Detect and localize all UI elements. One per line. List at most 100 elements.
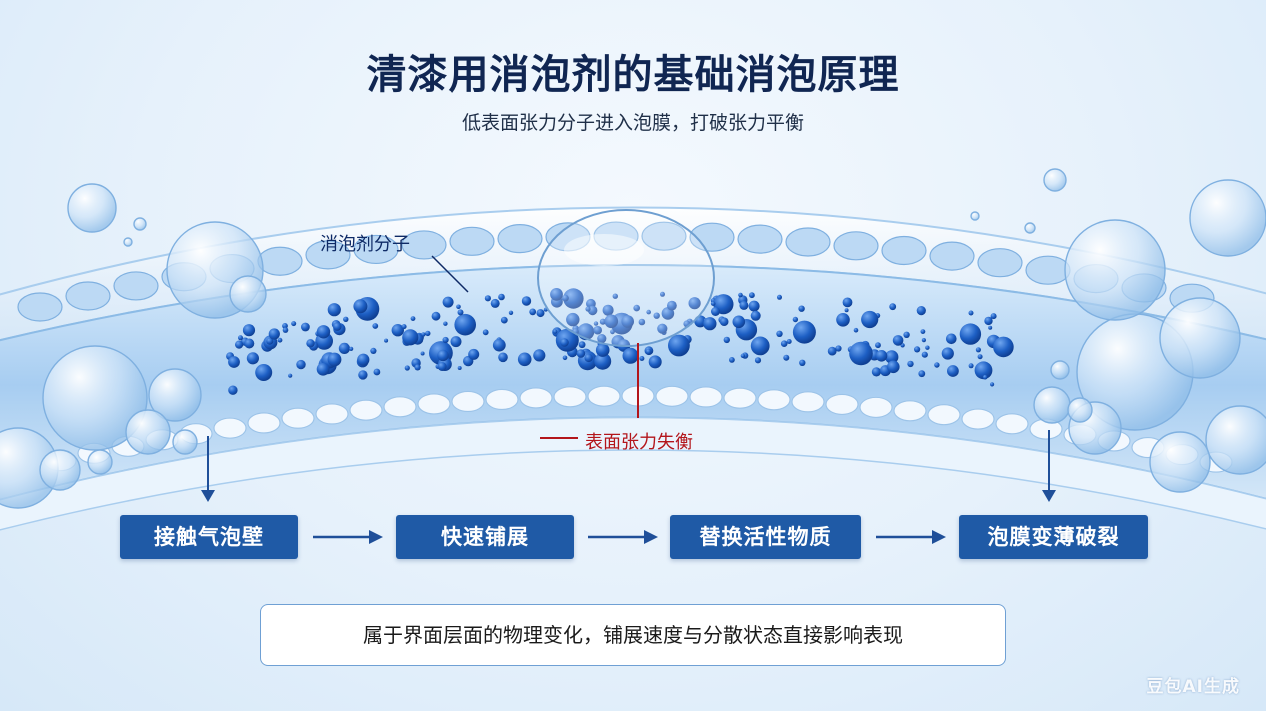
molecule-dot [738, 292, 743, 298]
film-cell [17, 292, 63, 322]
molecule-dot [316, 362, 330, 376]
down-arrow-right [1042, 430, 1056, 502]
film-cell [315, 403, 349, 425]
molecule-dot [450, 336, 462, 348]
foam-bubble [1024, 222, 1036, 234]
molecule-dot [786, 339, 792, 344]
step-contact-bubble-wall: 接触气泡壁 [120, 515, 298, 559]
film-cell [257, 246, 303, 276]
molecule-dot [968, 363, 974, 369]
molecule-dot [710, 301, 716, 306]
film-cell [655, 385, 689, 407]
molecule-dot [563, 288, 584, 309]
foam-bubble [172, 429, 198, 455]
film-cell [641, 221, 687, 251]
molecule-dot [576, 349, 586, 358]
molecule-dot [887, 360, 900, 374]
foam-bubble [970, 211, 980, 221]
step-replace-actives: 替换活性物质 [670, 515, 861, 559]
flow-arrow-1 [313, 530, 383, 544]
molecule-dot [482, 329, 489, 336]
molecule-dot [739, 300, 749, 310]
molecule-dot [798, 305, 805, 312]
molecule-dot [593, 325, 602, 335]
molecule-dot [343, 316, 349, 322]
molecule-dot [861, 310, 879, 329]
molecule-dot [703, 317, 717, 331]
molecule-dot [327, 303, 341, 317]
molecule-dot [402, 329, 419, 346]
molecule-dot [729, 357, 735, 363]
molecule-dot [653, 312, 660, 319]
molecule-dot [750, 310, 761, 321]
molecule-dot [749, 292, 755, 299]
molecule-dot [268, 328, 280, 340]
film-cell [247, 412, 281, 434]
molecule-dot [468, 348, 480, 360]
molecule-dot [916, 306, 926, 316]
film-cell [893, 400, 927, 422]
molecule-dot [291, 321, 297, 327]
molecule-dot [732, 315, 746, 329]
molecule-dot [235, 340, 244, 349]
molecule-dot [421, 332, 426, 337]
molecule-dot [517, 352, 532, 367]
page-title: 清漆用消泡剂的基础消泡原理 [366, 52, 900, 98]
film-cell [825, 393, 859, 415]
molecule-dot [242, 324, 256, 337]
molecule-dot [316, 325, 331, 339]
film-cell [995, 413, 1029, 435]
watermark: 豆包AI生成 [1146, 677, 1240, 697]
molecule-dot [536, 309, 545, 318]
molecule-dot [990, 313, 997, 320]
foam-bubble [67, 183, 117, 233]
molecule-dot [599, 318, 607, 325]
molecule-dot [639, 356, 645, 361]
film-cell [1025, 255, 1071, 285]
molecule-dot [748, 300, 760, 312]
molecule-dot [959, 323, 982, 345]
molecule-dot [595, 343, 610, 357]
molecule-dot [585, 306, 591, 312]
film-cell [587, 385, 621, 407]
molecule-dot [792, 316, 799, 323]
film-cell [785, 227, 831, 257]
molecule-dot [740, 353, 746, 358]
foam-bubbles [0, 168, 1266, 509]
film-cell [417, 393, 451, 415]
molecule-dot [621, 315, 634, 328]
molecule-dot [711, 307, 720, 316]
foam-bubble [125, 409, 171, 455]
molecule-dot [660, 291, 665, 297]
molecule-dot [633, 304, 640, 312]
molecule-dot [875, 342, 881, 349]
molecule-dot [404, 365, 410, 371]
molecule-dot [357, 353, 370, 366]
molecule-dot [553, 329, 558, 334]
molecule-dot [907, 360, 914, 368]
molecule-dot [646, 309, 651, 315]
molecule-dot [594, 352, 612, 370]
molecule-dot [492, 338, 506, 352]
film-cell [213, 417, 247, 439]
molecule-dot [401, 324, 407, 330]
molecule-dot [835, 345, 842, 352]
molecule-dot [442, 296, 454, 308]
molecule-dot [246, 352, 259, 365]
molecule-dot [974, 361, 993, 380]
molecule-dot [777, 294, 782, 300]
film-cell [689, 386, 723, 408]
molecule-dot [914, 346, 921, 353]
molecule-dot [667, 300, 677, 311]
molecule-dot [333, 322, 342, 331]
molecule-dot [836, 313, 850, 327]
foam-bubble [1189, 179, 1266, 257]
foam-bubble [229, 275, 267, 313]
molecule-dot [277, 337, 283, 343]
molecule-dot [645, 348, 652, 355]
molecule-dot [425, 330, 431, 337]
film-cell [305, 240, 351, 270]
film-cell [353, 234, 399, 265]
molecule-dot [719, 317, 729, 327]
foam-bubble [148, 368, 202, 422]
